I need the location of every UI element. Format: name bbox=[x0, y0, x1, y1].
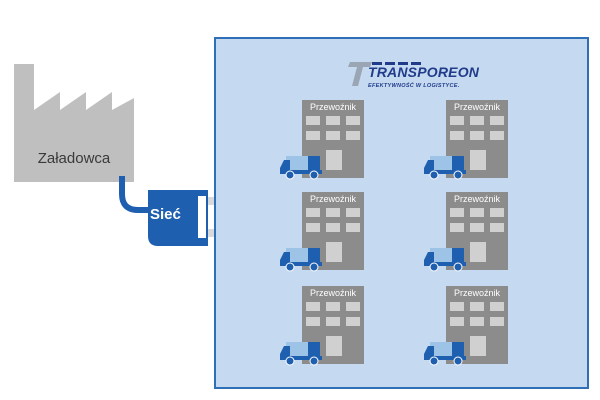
carrier-unit: Przewoźnik bbox=[424, 100, 564, 180]
carrier-building-truck-icon bbox=[424, 286, 508, 366]
carrier-building-truck-icon bbox=[280, 192, 364, 272]
carrier-unit: Przewoźnik bbox=[280, 192, 420, 272]
logo-name: TRANSPOREON bbox=[368, 64, 480, 80]
shipper-label: Załadowca bbox=[37, 150, 111, 167]
carrier-label: Przewoźnik bbox=[453, 194, 500, 204]
transporeon-platform bbox=[214, 37, 589, 389]
carrier-label: Przewoźnik bbox=[309, 194, 356, 204]
carrier-building-truck-icon bbox=[280, 286, 364, 366]
logo-tagline: EFEKTYWNOŚĆ W LOGISTYCE. bbox=[368, 83, 460, 89]
carrier-unit: Przewoźnik bbox=[280, 100, 420, 180]
carrier-building-truck-icon bbox=[424, 192, 508, 272]
carrier-unit: Przewoźnik bbox=[424, 192, 564, 272]
carrier-label: Przewoźnik bbox=[453, 288, 500, 298]
carrier-label: Przewoźnik bbox=[309, 288, 356, 298]
carrier-unit: Przewoźnik bbox=[280, 286, 420, 366]
carrier-label: Przewoźnik bbox=[309, 102, 356, 112]
carrier-label: Przewoźnik bbox=[453, 102, 500, 112]
factory-icon bbox=[14, 64, 134, 182]
carrier-building-truck-icon bbox=[280, 100, 364, 180]
carrier-unit: Przewoźnik bbox=[424, 286, 564, 366]
network-label: Sieć bbox=[150, 206, 181, 223]
carrier-building-truck-icon bbox=[424, 100, 508, 180]
transporeon-logo-icon bbox=[348, 62, 421, 86]
